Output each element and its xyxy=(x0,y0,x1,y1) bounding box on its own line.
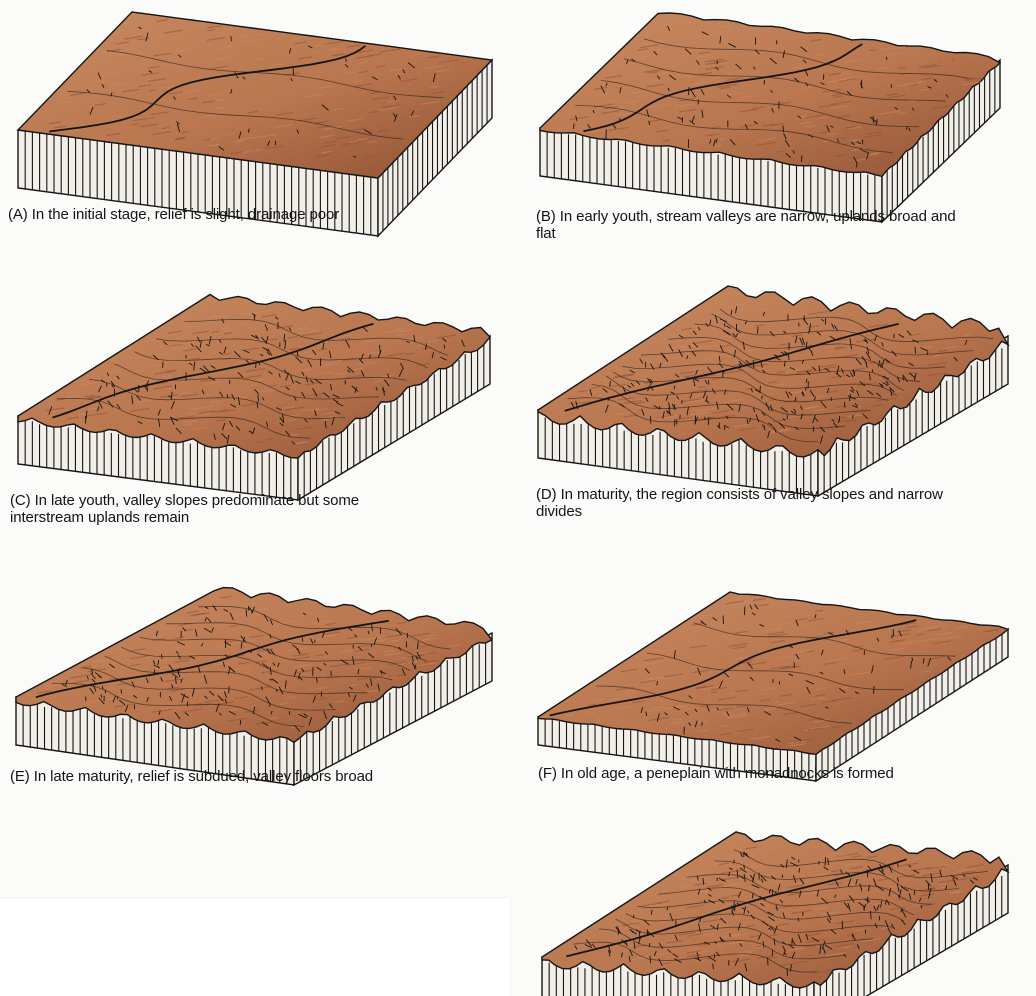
block-diagram-d: (D) In maturity, the region consists of … xyxy=(518,280,1036,540)
block-svg-d xyxy=(518,280,1036,480)
caption-b-line-2: flat xyxy=(536,225,1034,242)
caption-a: (A) In the initial stage, relief is slig… xyxy=(8,206,508,223)
caption-d-line-2: divides xyxy=(536,503,1034,520)
block-svg-c xyxy=(0,280,518,480)
block-diagram-b: (B) In early youth, stream valleys are n… xyxy=(518,0,1036,250)
caption-f: (F) In old age, a peneplain with monadno… xyxy=(538,765,1034,782)
caption-c-line-2: interstream uplands remain xyxy=(10,509,510,526)
block-svg-g xyxy=(518,825,1036,996)
block-svg-a xyxy=(0,0,518,200)
block-diagram-g xyxy=(518,825,1036,996)
block-diagram-e: (E) In late maturity, relief is subdued,… xyxy=(0,575,518,815)
caption-e-line-1: (E) In late maturity, relief is subdued,… xyxy=(10,768,510,785)
caption-d-line-1: (D) In maturity, the region consists of … xyxy=(536,486,1034,503)
top-surface xyxy=(542,832,1008,988)
block-diagram-f: (F) In old age, a peneplain with monadno… xyxy=(518,575,1036,815)
caption-c-line-1: (C) In late youth, valley slopes predomi… xyxy=(10,492,510,509)
caption-a-line-1: (A) In the initial stage, relief is slig… xyxy=(8,206,508,223)
block-svg-e xyxy=(0,575,518,765)
caption-c: (C) In late youth, valley slopes predomi… xyxy=(10,492,510,526)
block-svg-b xyxy=(518,0,1036,200)
overlapping-paper-scrap xyxy=(0,898,510,996)
caption-b-line-1: (B) In early youth, stream valleys are n… xyxy=(536,208,1034,225)
caption-f-line-1: (F) In old age, a peneplain with monadno… xyxy=(538,765,1034,782)
caption-e: (E) In late maturity, relief is subdued,… xyxy=(10,768,510,785)
block-diagram-c: (C) In late youth, valley slopes predomi… xyxy=(0,280,518,540)
block-svg-f xyxy=(518,575,1036,765)
block-diagram-a: (A) In the initial stage, relief is slig… xyxy=(0,0,518,250)
caption-d: (D) In maturity, the region consists of … xyxy=(536,486,1034,520)
caption-b: (B) In early youth, stream valleys are n… xyxy=(536,208,1034,242)
